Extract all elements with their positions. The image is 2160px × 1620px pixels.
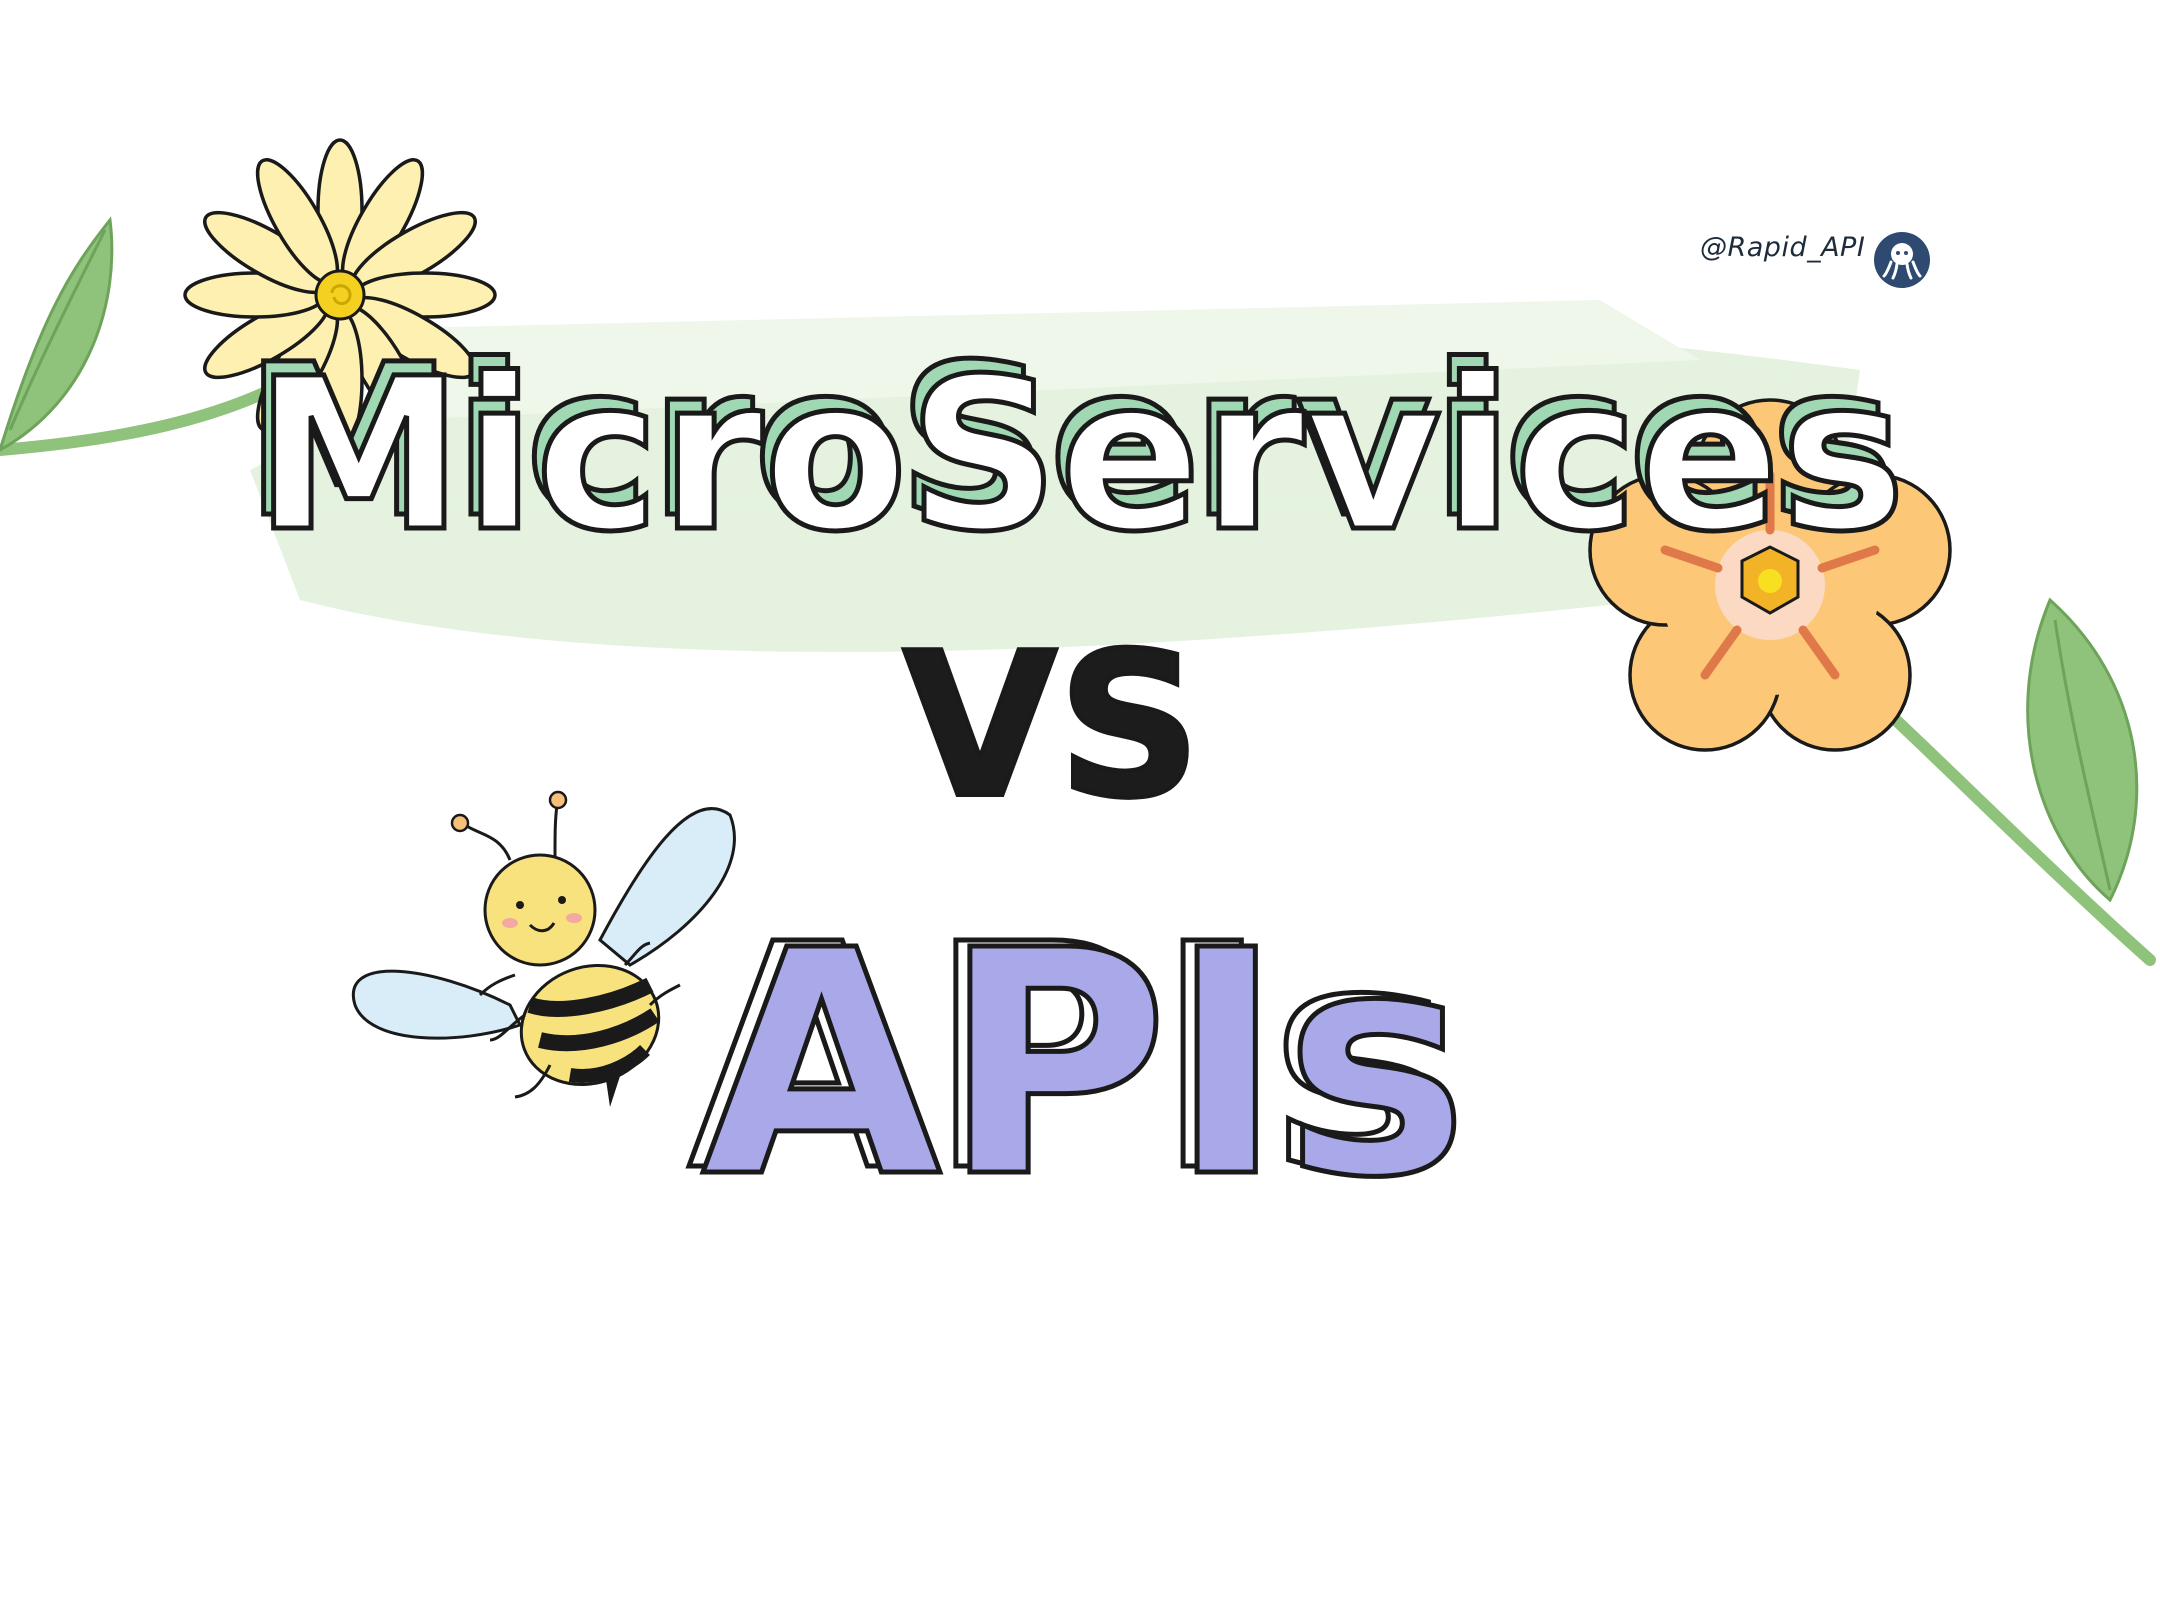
right-stem-icon bbox=[1874, 597, 2156, 966]
title-microservices: MicroServices bbox=[254, 333, 1905, 578]
title-apis-shadow: APIs bbox=[688, 879, 1455, 1240]
green-highlight bbox=[250, 300, 1860, 653]
rapidapi-octopus-icon bbox=[1874, 232, 1930, 288]
title-vs: VS bbox=[903, 610, 1202, 843]
title-microservices-shadow: MicroServices bbox=[244, 319, 1895, 564]
title-apis: APIs bbox=[702, 885, 1469, 1246]
bee-icon bbox=[351, 790, 736, 1107]
orange-flower-icon bbox=[1588, 398, 1952, 752]
rapidapi-handle: @Rapid_API bbox=[1700, 232, 1866, 263]
daisy-icon bbox=[183, 138, 497, 452]
